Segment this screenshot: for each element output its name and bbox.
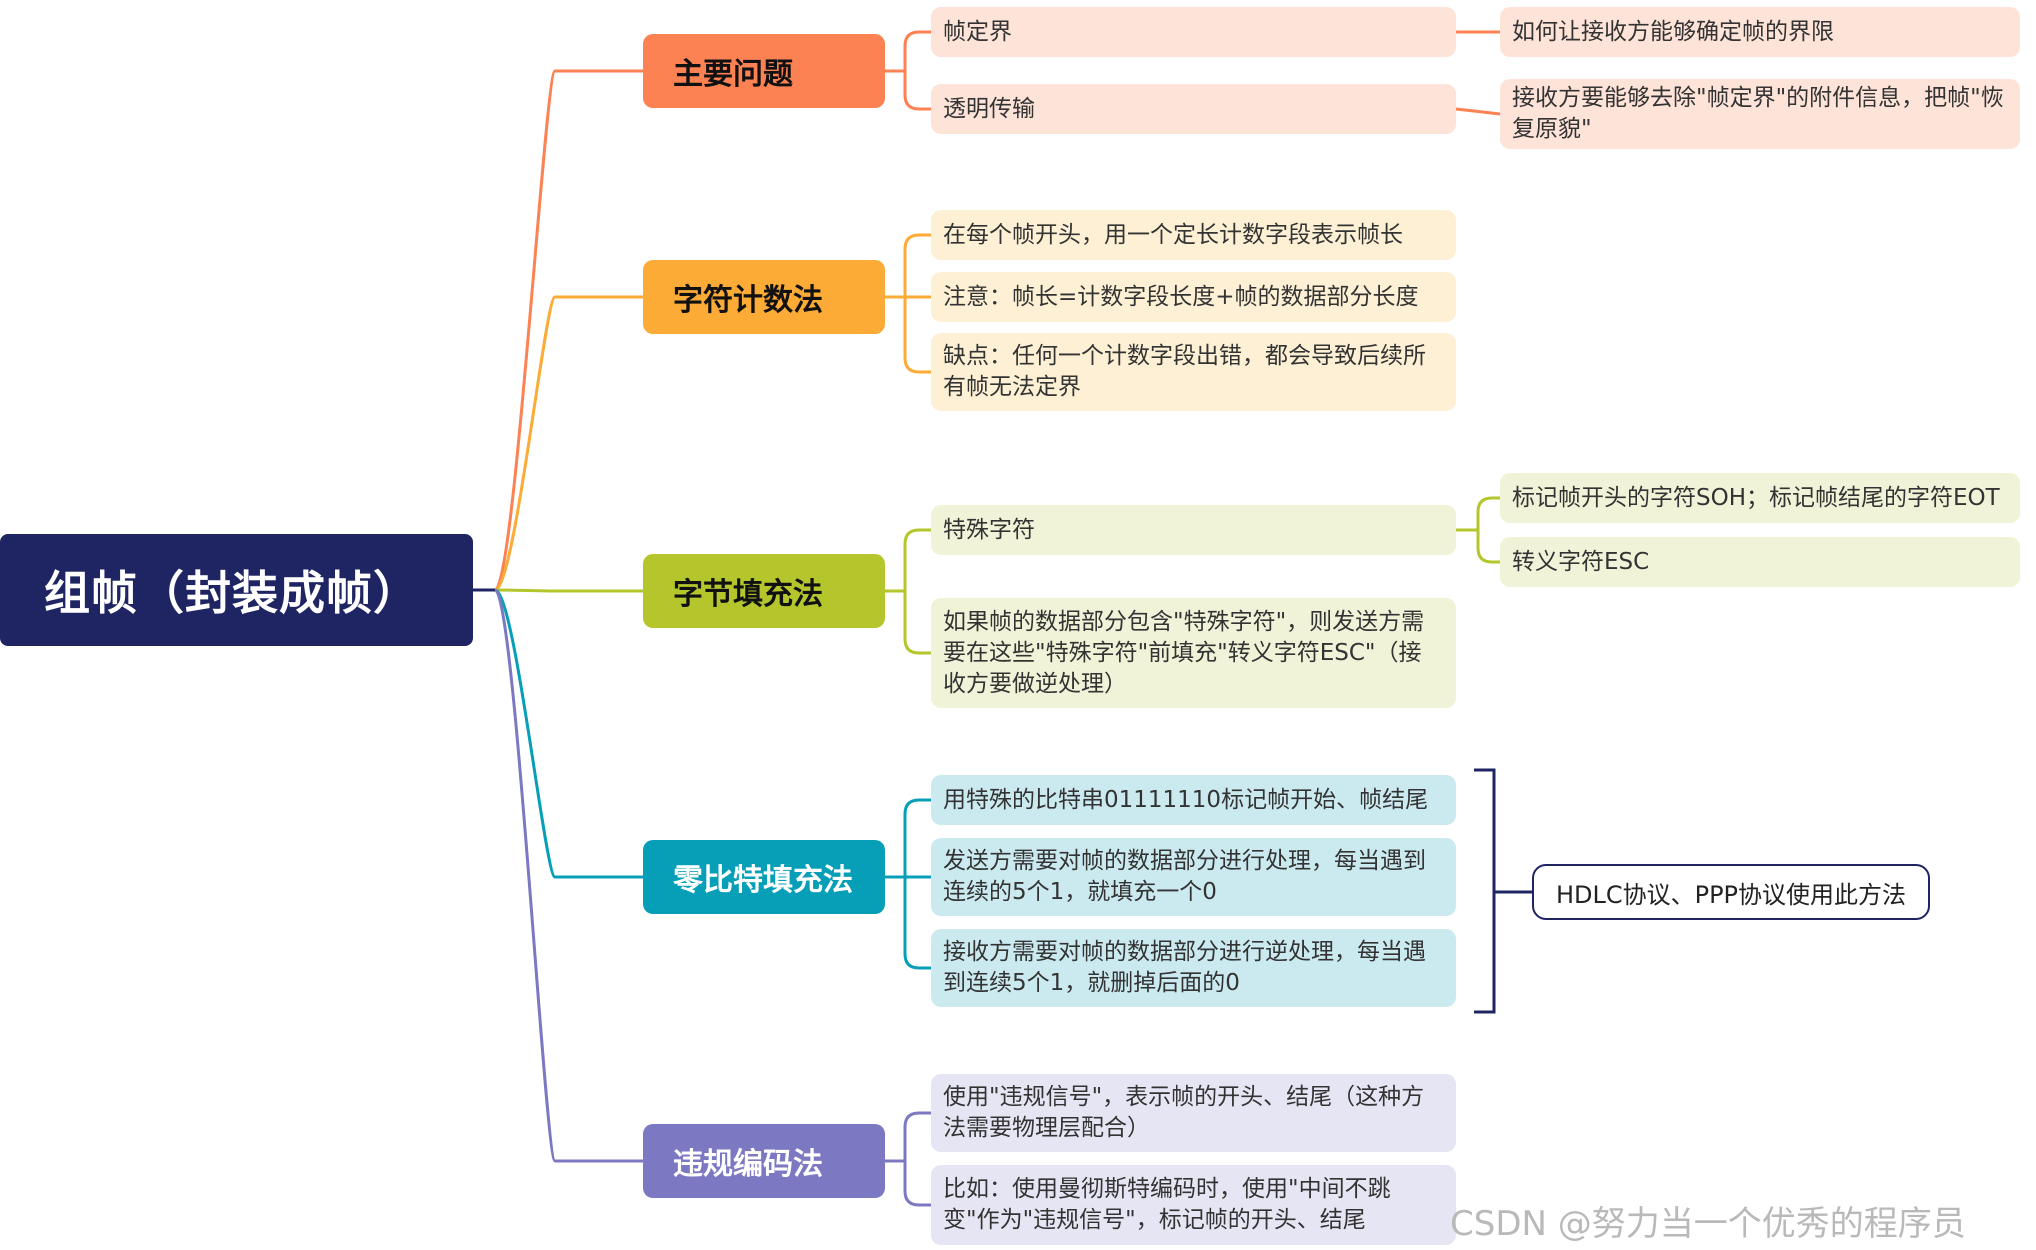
leaf-violation-2[interactable]: 比如：使用曼彻斯特编码时，使用"中间不跳变"作为"违规信号"，标记帧的开头、结尾 xyxy=(931,1165,1456,1245)
connector xyxy=(903,297,931,374)
connector xyxy=(903,877,931,970)
leaf-char-count-1[interactable]: 在每个帧开头，用一个定长计数字段表示帧长 xyxy=(931,210,1456,260)
connector xyxy=(903,528,931,591)
branch-byte-stuff[interactable]: 字节填充法 xyxy=(643,554,885,628)
connector xyxy=(903,71,931,111)
summary-hdlc-ppp[interactable]: HDLC协议、PPP协议使用此方法 xyxy=(1532,864,1930,920)
detail-frame-delimit[interactable]: 如何让接收方能够确定帧的界限 xyxy=(1500,7,2020,57)
child-soh-eot[interactable]: 标记帧开头的字符SOH；标记帧结尾的字符EOT xyxy=(1500,473,2020,523)
detail-transparent-transmission[interactable]: 接收方要能够去除"帧定界"的附件信息，把帧"恢复原貌" xyxy=(1500,79,2020,149)
leaf-special-char[interactable]: 特殊字符 xyxy=(931,505,1456,555)
connector xyxy=(494,588,643,593)
connector xyxy=(1474,768,1496,1014)
connector xyxy=(903,1111,931,1161)
connector xyxy=(1455,107,1501,116)
leaf-byte-stuff-rule[interactable]: 如果帧的数据部分包含"特殊字符"，则发送方需要在这些"特殊字符"前填充"转义字符… xyxy=(931,598,1456,708)
connector xyxy=(493,69,643,592)
branch-bit-stuff[interactable]: 零比特填充法 xyxy=(643,840,885,914)
leaf-violation-1[interactable]: 使用"违规信号"，表示帧的开头、结尾（这种方法需要物理层配合） xyxy=(931,1074,1456,1152)
branch-char-count[interactable]: 字符计数法 xyxy=(643,260,885,334)
leaf-char-count-2[interactable]: 注意：帧长=计数字段长度+帧的数据部分长度 xyxy=(931,272,1456,322)
connector xyxy=(903,798,931,877)
connector xyxy=(903,30,931,71)
connector xyxy=(493,588,643,1163)
leaf-bit-stuff-2[interactable]: 发送方需要对帧的数据部分进行处理，每当遇到连续的5个1，就填充一个0 xyxy=(931,838,1456,916)
leaf-frame-delimit[interactable]: 帧定界 xyxy=(931,7,1456,57)
connector xyxy=(494,588,643,879)
child-esc[interactable]: 转义字符ESC xyxy=(1500,537,2020,587)
connector xyxy=(903,1161,931,1207)
connector xyxy=(1476,496,1500,530)
branch-main-issue[interactable]: 主要问题 xyxy=(643,34,885,108)
leaf-bit-stuff-1[interactable]: 用特殊的比特串01111110标记帧开始、帧结尾 xyxy=(931,775,1456,825)
connector xyxy=(494,295,643,592)
connector xyxy=(1476,530,1500,564)
branch-violation[interactable]: 违规编码法 xyxy=(643,1124,885,1198)
connector xyxy=(903,591,931,655)
leaf-char-count-3[interactable]: 缺点：任何一个计数字段出错，都会导致后续所有帧无法定界 xyxy=(931,333,1456,411)
leaf-bit-stuff-3[interactable]: 接收方需要对帧的数据部分进行逆处理，每当遇到连续5个1，就删掉后面的0 xyxy=(931,929,1456,1007)
connector xyxy=(903,233,931,297)
leaf-transparent-transmission[interactable]: 透明传输 xyxy=(931,84,1456,134)
root-topic[interactable]: 组帧（封装成帧） xyxy=(0,534,473,646)
watermark: CSDN @努力当一个优秀的程序员 xyxy=(1450,1204,1966,1244)
